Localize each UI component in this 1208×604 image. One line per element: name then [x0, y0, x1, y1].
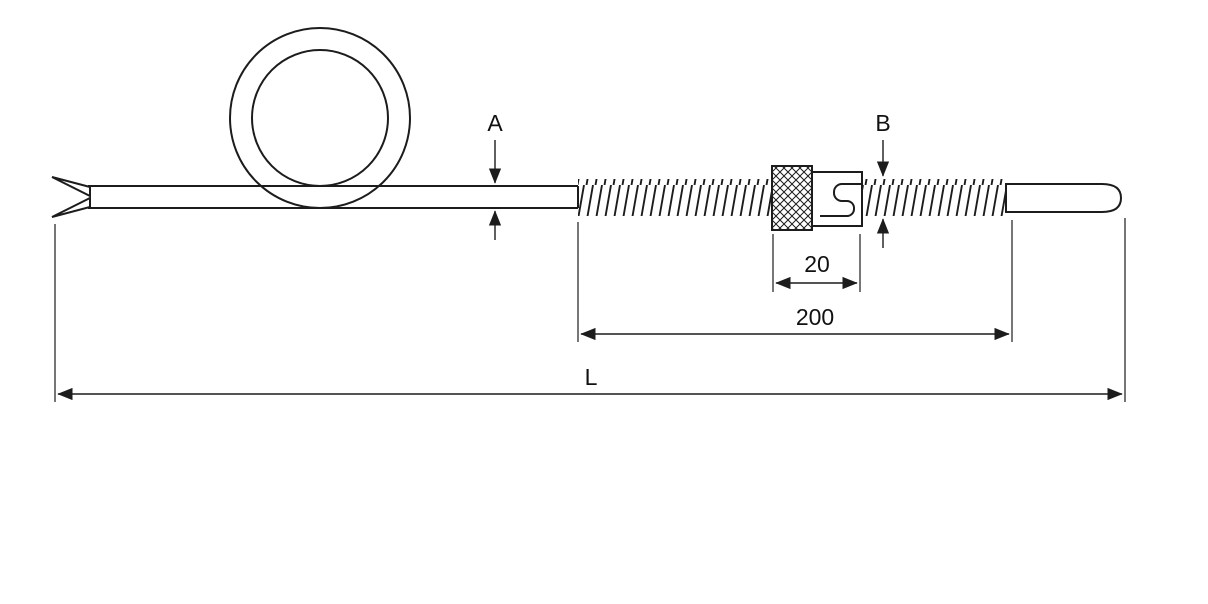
dimension-20-label: 20 [804, 251, 830, 277]
dimension-20: 20 [772, 234, 861, 292]
probe-sheath [1005, 183, 1123, 213]
connection-cable [88, 185, 579, 209]
bayonet-slot [820, 183, 862, 217]
dimension-b-label: B [875, 110, 890, 136]
knurled-fitting [771, 165, 863, 231]
dimension-200: 200 [577, 220, 1013, 342]
lead-fork [51, 176, 91, 218]
dimension-a-label: A [487, 110, 503, 136]
loop-outer-circle [229, 27, 411, 209]
strain-relief-loop [229, 27, 411, 209]
lead-fork-top [51, 176, 91, 198]
flex-spring-left [578, 179, 772, 216]
dimension-a: A [487, 110, 503, 240]
dimension-200-label: 200 [796, 304, 834, 330]
knurled-nut [771, 165, 813, 231]
dimension-l-label: L [585, 364, 598, 390]
loop-inner-circle [251, 49, 389, 187]
dimension-l: L [54, 218, 1126, 402]
flex-spring-right [862, 179, 1006, 216]
dimension-b: B [875, 110, 891, 248]
lead-fork-bottom [51, 196, 91, 218]
